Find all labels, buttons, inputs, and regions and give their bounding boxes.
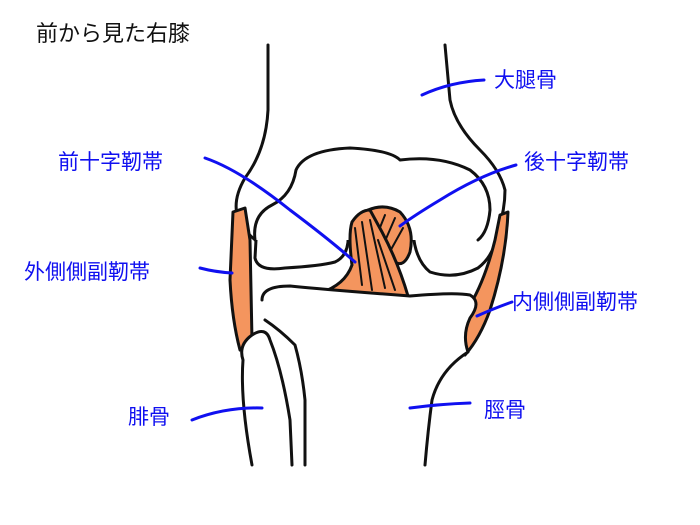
- label-lcl: 外側側副靭帯: [24, 260, 150, 284]
- posterior-cruciate-ligament: [366, 205, 413, 266]
- femur-pointer: [420, 78, 486, 97]
- label-fibula: 腓骨: [128, 405, 170, 429]
- label-mcl: 内側側副靭帯: [512, 290, 638, 314]
- tibia: [260, 284, 478, 467]
- label-tibia: 脛骨: [484, 398, 526, 422]
- pcl-pointer: [398, 163, 518, 228]
- mcl-pointer: [475, 300, 514, 318]
- acl-pointer: [203, 156, 357, 264]
- tibia-pointer: [408, 401, 472, 410]
- lateral-collateral-ligament: [228, 206, 254, 352]
- anterior-cruciate-ligament: [318, 208, 410, 298]
- lcl-pointer: [198, 266, 234, 275]
- fibula: [240, 329, 294, 467]
- label-femur: 大腿骨: [494, 68, 557, 92]
- diagram-title: 前から見た右膝: [36, 22, 191, 47]
- label-pcl: 後十字靭帯: [524, 150, 629, 174]
- fibula-pointer: [190, 406, 264, 422]
- patella: [253, 146, 492, 242]
- label-acl: 前十字靭帯: [58, 150, 163, 174]
